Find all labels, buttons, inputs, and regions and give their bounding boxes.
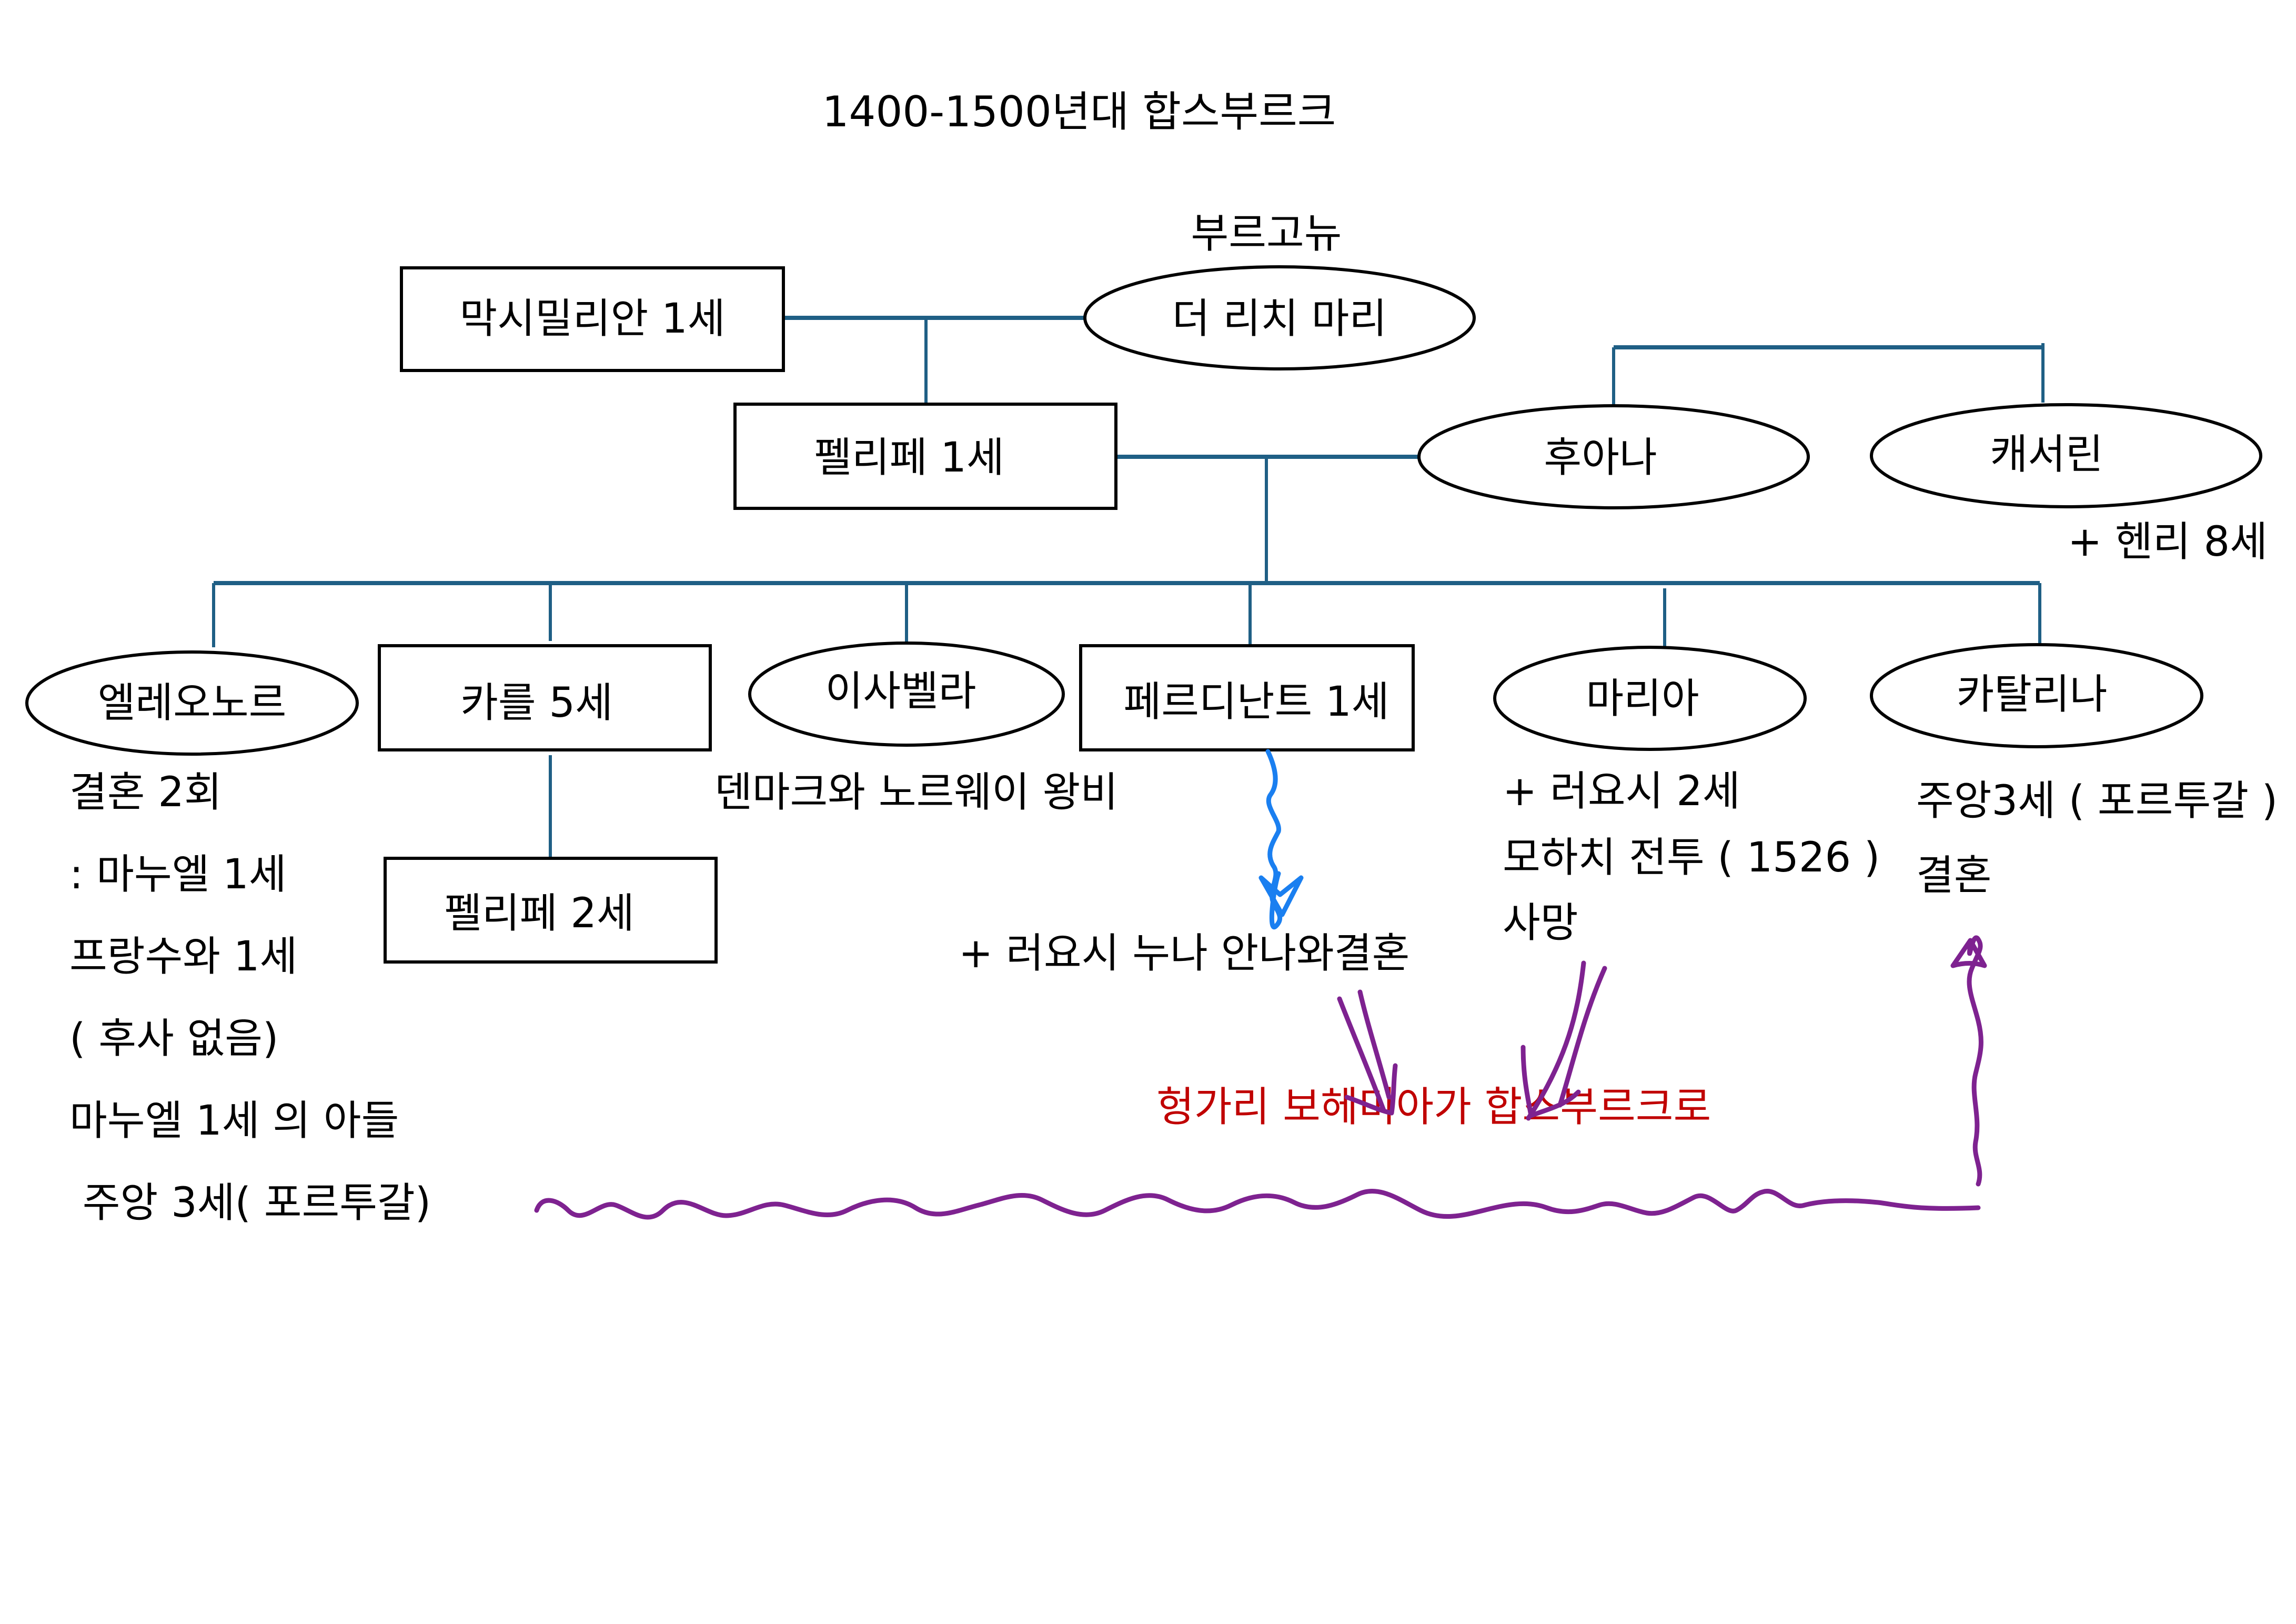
burgundy-label: 부르고뉴 (1191, 210, 1342, 257)
purple-arrow-right-icon (1520, 960, 1607, 1121)
node-label: 펠리페 2세 (444, 890, 634, 937)
node-juana: 후아나 (1417, 404, 1810, 509)
note-line: 프랑수와 1세 (69, 933, 297, 980)
node-label: 페르디난트 1세 (1124, 678, 1389, 726)
maria-notes: + 러요시 2세 모하치 전투 ( 1526 ) 사망 (1503, 768, 1880, 947)
note-line: 주앙 3세( 포르투갈) (69, 1179, 431, 1227)
node-label: 엘레오노르 (98, 679, 287, 727)
catherine-spouse-note: + 헨리 8세 (2068, 518, 2268, 566)
node-philip-2: 펠리페 2세 (384, 857, 718, 964)
diagram-title: 1400-1500년대 합스부르크 (822, 87, 1336, 136)
note-line: : 마누엘 1세 (69, 851, 287, 898)
node-label: 캐서린 (1990, 431, 2103, 478)
node-eleanor: 엘레오노르 (25, 650, 359, 756)
note-line: 결혼 (1916, 852, 1992, 899)
eleanor-notes: 결혼 2회 : 마누엘 1세 프랑수와 1세 ( 후사 없음) 마누엘 1세 의… (69, 769, 431, 1227)
children-connector (212, 581, 2041, 858)
node-catherine: 캐서린 (1870, 403, 2262, 508)
note-line: 주앙3세 ( 포르투갈 ) (1916, 777, 2278, 825)
note-line: 사망 (1503, 899, 1578, 947)
node-label: 후아나 (1544, 434, 1657, 482)
node-label: 더 리치 마리 (1172, 295, 1387, 343)
node-label: 마리아 (1586, 675, 1699, 723)
node-label: 막시밀리안 1세 (460, 295, 726, 343)
purple-wavy-connector-icon (534, 935, 1987, 1220)
note-line: 결혼 2회 (69, 769, 222, 816)
isabella-note: 덴마크와 노르웨이 왕비 (714, 769, 1118, 816)
ferdinand-note: + 러요시 누나 안나와결혼 (959, 930, 1409, 977)
catalina-notes: 주앙3세 ( 포르투갈 ) 결혼 (1916, 777, 2278, 899)
note-line: ( 후사 없음) (69, 1015, 279, 1062)
node-catalina: 카탈리나 (1870, 643, 2203, 748)
node-ferdinand-1: 페르디난트 1세 (1079, 644, 1415, 751)
node-label: 펠리페 1세 (814, 434, 1004, 482)
node-label: 이사벨라 (825, 668, 976, 715)
node-maria: 마리아 (1493, 646, 1807, 751)
result-annotation: 헝가리 보헤미아가 합스부르크로 (1156, 1084, 1711, 1131)
node-label: 카를 5세 (460, 679, 613, 727)
node-isabella: 이사벨라 (748, 641, 1065, 747)
marriage-connector-gen2 (1116, 455, 1419, 583)
node-label: 카탈리나 (1956, 671, 2107, 718)
note-line: 마누엘 1세 의 아들 (69, 1097, 399, 1145)
node-maximilian: 막시밀리안 1세 (400, 266, 785, 372)
marriage-connector-gen1 (783, 316, 1085, 404)
purple-arrow-left-icon (1337, 989, 1398, 1116)
sister-connector-juana-catherine (1612, 343, 2045, 406)
blue-squiggle-arrow-icon (1258, 749, 1304, 930)
node-philip-1: 펠리페 1세 (733, 403, 1117, 510)
node-mary-of-burgundy: 더 리치 마리 (1083, 265, 1476, 370)
note-line: 모하치 전투 ( 1526 ) (1503, 834, 1880, 881)
node-charles-5: 카를 5세 (378, 644, 712, 751)
note-line: + 러요시 2세 (1503, 768, 1740, 815)
